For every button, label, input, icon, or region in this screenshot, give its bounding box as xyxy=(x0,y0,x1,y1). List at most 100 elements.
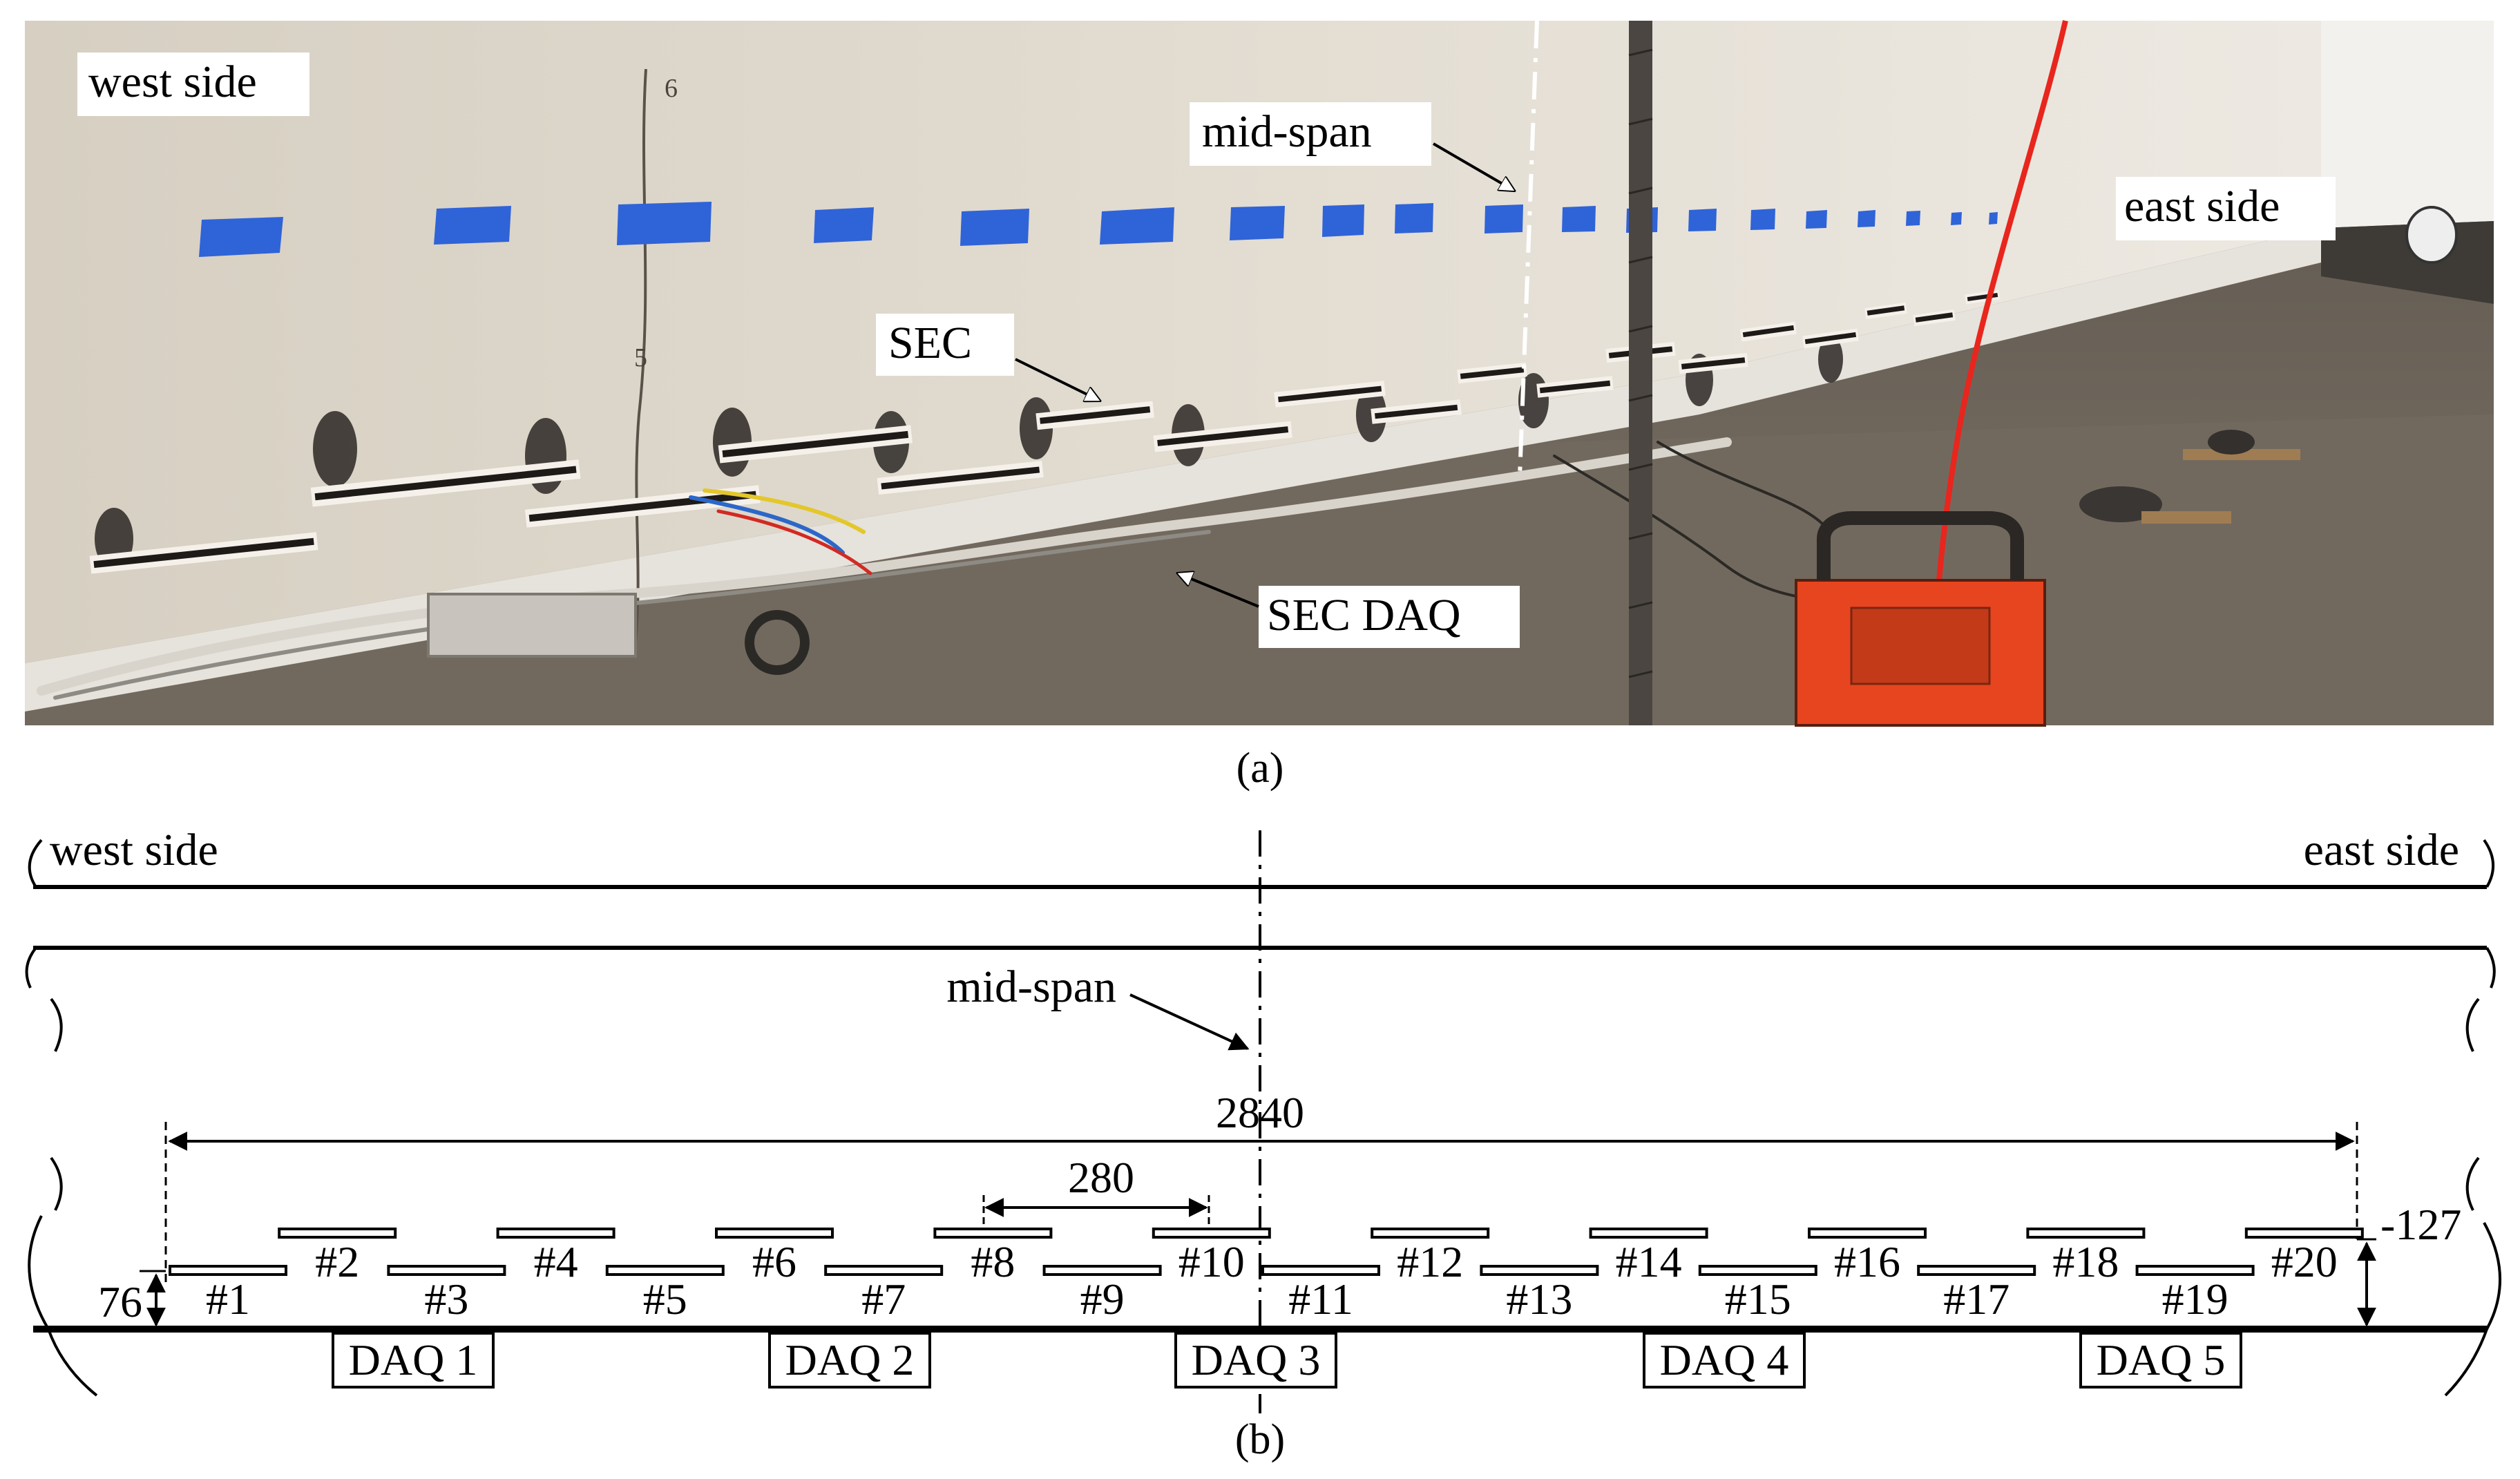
blue-tape-row xyxy=(199,202,1998,257)
svg-text:east side: east side xyxy=(2124,181,2280,231)
sensor-label: #19 xyxy=(2162,1275,2228,1324)
sensor-label: #6 xyxy=(752,1237,796,1286)
sensor-label: #13 xyxy=(1506,1275,1572,1324)
sensor-label: #1 xyxy=(206,1275,250,1324)
break-mark-left xyxy=(25,946,37,989)
break-mark-right xyxy=(2465,998,2480,1052)
daq-label: DAQ 3 xyxy=(1192,1335,1321,1384)
break-mark-left xyxy=(28,1215,98,1397)
label-east-side-b: east side xyxy=(2304,825,2459,875)
mid-span-arrow-b xyxy=(1129,993,1250,1051)
sensor-label: #9 xyxy=(1080,1275,1125,1324)
generator xyxy=(1795,511,2046,727)
sensor-strip xyxy=(387,1265,506,1276)
daq-label: DAQ 5 xyxy=(2097,1335,2226,1384)
wood-board xyxy=(2141,511,2231,524)
ceiling-end xyxy=(2321,21,2494,228)
dim-label-spacing: 280 xyxy=(1068,1153,1134,1202)
sensor-label: #16 xyxy=(1834,1237,1900,1286)
sensor-label: #17 xyxy=(1943,1275,2010,1324)
sensor-strip xyxy=(1917,1265,2036,1276)
daq-label: DAQ 2 xyxy=(785,1335,915,1384)
label-west-side-b: west side xyxy=(50,825,218,875)
sensor-label: #8 xyxy=(971,1237,1015,1286)
rod-threads xyxy=(1628,48,1653,678)
sensor-label: #7 xyxy=(861,1275,906,1324)
crack-line xyxy=(634,68,647,643)
sensor-label: #10 xyxy=(1178,1237,1245,1286)
daq-label: DAQ 4 xyxy=(1660,1335,1789,1384)
sensor-label: #14 xyxy=(1616,1237,1682,1286)
label-sec-daq: SEC DAQ xyxy=(1259,586,1520,648)
mid-span-arrow-a xyxy=(1432,142,1514,191)
sensor-label: #3 xyxy=(424,1275,468,1324)
sensor-strip xyxy=(1808,1228,1927,1239)
label-mid-span-a: mid-span xyxy=(1190,102,1431,166)
sensor-label: #12 xyxy=(1397,1237,1463,1286)
cable-reel xyxy=(745,610,810,675)
dim-label-upper: -127 xyxy=(2380,1200,2461,1249)
sensor-strip xyxy=(1152,1228,1271,1239)
break-mark-right xyxy=(2465,1156,2480,1211)
daq-boxes-b: DAQ 1 DAQ 2 DAQ 3 DAQ 4 DAQ 5 xyxy=(332,1332,2242,1389)
break-mark-left xyxy=(50,1156,63,1211)
threaded-rod xyxy=(1629,21,1652,725)
svg-text:SEC: SEC xyxy=(888,318,972,368)
dim-label-total: 2840 xyxy=(1216,1088,1304,1137)
daq-box xyxy=(332,1332,495,1389)
sensor-strip xyxy=(1589,1228,1708,1239)
label-mid-span-b: mid-span xyxy=(946,962,1116,1012)
break-mark-right xyxy=(2485,946,2496,989)
dim-label-lower: 76 xyxy=(98,1277,142,1326)
sensor-label: #11 xyxy=(1288,1275,1353,1324)
wall-mark-6: 6 xyxy=(665,74,678,103)
hard-hat xyxy=(2405,206,2458,264)
sensor-strip xyxy=(2135,1265,2255,1276)
wall-mark-5: 5 xyxy=(634,343,647,372)
sensor-label: #5 xyxy=(643,1275,687,1324)
break-mark-left xyxy=(50,998,63,1052)
sensor-strip xyxy=(1261,1265,1380,1276)
wood-board xyxy=(2183,449,2300,460)
label-west-side-a: west side xyxy=(77,53,309,116)
sensor-label: #18 xyxy=(2052,1237,2119,1286)
sensor-strip xyxy=(1698,1265,1817,1276)
daq-box xyxy=(2079,1332,2242,1389)
svg-text:west side: west side xyxy=(88,57,257,107)
svg-text:SEC DAQ: SEC DAQ xyxy=(1267,590,1461,640)
break-mark-right xyxy=(2444,1222,2502,1397)
daq-box xyxy=(1174,1332,1337,1389)
sensor-strip xyxy=(1480,1265,1599,1276)
sec-daq-arrow xyxy=(1178,573,1259,608)
sensor-strip xyxy=(933,1228,1053,1239)
sensor-strip xyxy=(2244,1228,2364,1239)
break-mark-right xyxy=(2483,839,2495,888)
label-east-side-a: east side xyxy=(2116,177,2336,240)
sensor-label: #4 xyxy=(534,1237,578,1286)
sensor-label: #2 xyxy=(315,1237,359,1286)
beam-bottom-edge xyxy=(25,228,2321,712)
daq-enclosure-photo xyxy=(427,593,637,658)
sensor-label: #20 xyxy=(2271,1237,2338,1286)
daq-box xyxy=(768,1332,931,1389)
sec-arrow xyxy=(1015,358,1100,401)
sensor-strips-b: #1#2#3#4#5#6#7#8#9#10#11#12#13#14#15#16#… xyxy=(169,1228,2364,1324)
caption-b: (b) xyxy=(1235,1416,1285,1463)
sec-strips-photo xyxy=(89,289,2001,574)
cable-bundle xyxy=(37,437,1936,700)
svg-text:mid-span: mid-span xyxy=(1202,106,1372,157)
caption-a: (a) xyxy=(1237,745,1284,792)
sensor-strip xyxy=(1042,1265,1162,1276)
sensor-strip xyxy=(169,1265,287,1276)
panel-b-schematic xyxy=(25,830,2502,1413)
sensor-strip xyxy=(2026,1228,2146,1239)
panel-a-photo: 6 5 xyxy=(25,20,2494,727)
sensor-strip xyxy=(824,1265,944,1276)
sensor-strip xyxy=(278,1228,397,1239)
sensor-strip xyxy=(715,1228,834,1239)
daq-label: DAQ 1 xyxy=(349,1335,478,1384)
floor-tool xyxy=(2208,430,2255,455)
sensor-strip xyxy=(1371,1228,1490,1239)
daq-box xyxy=(1643,1332,1806,1389)
